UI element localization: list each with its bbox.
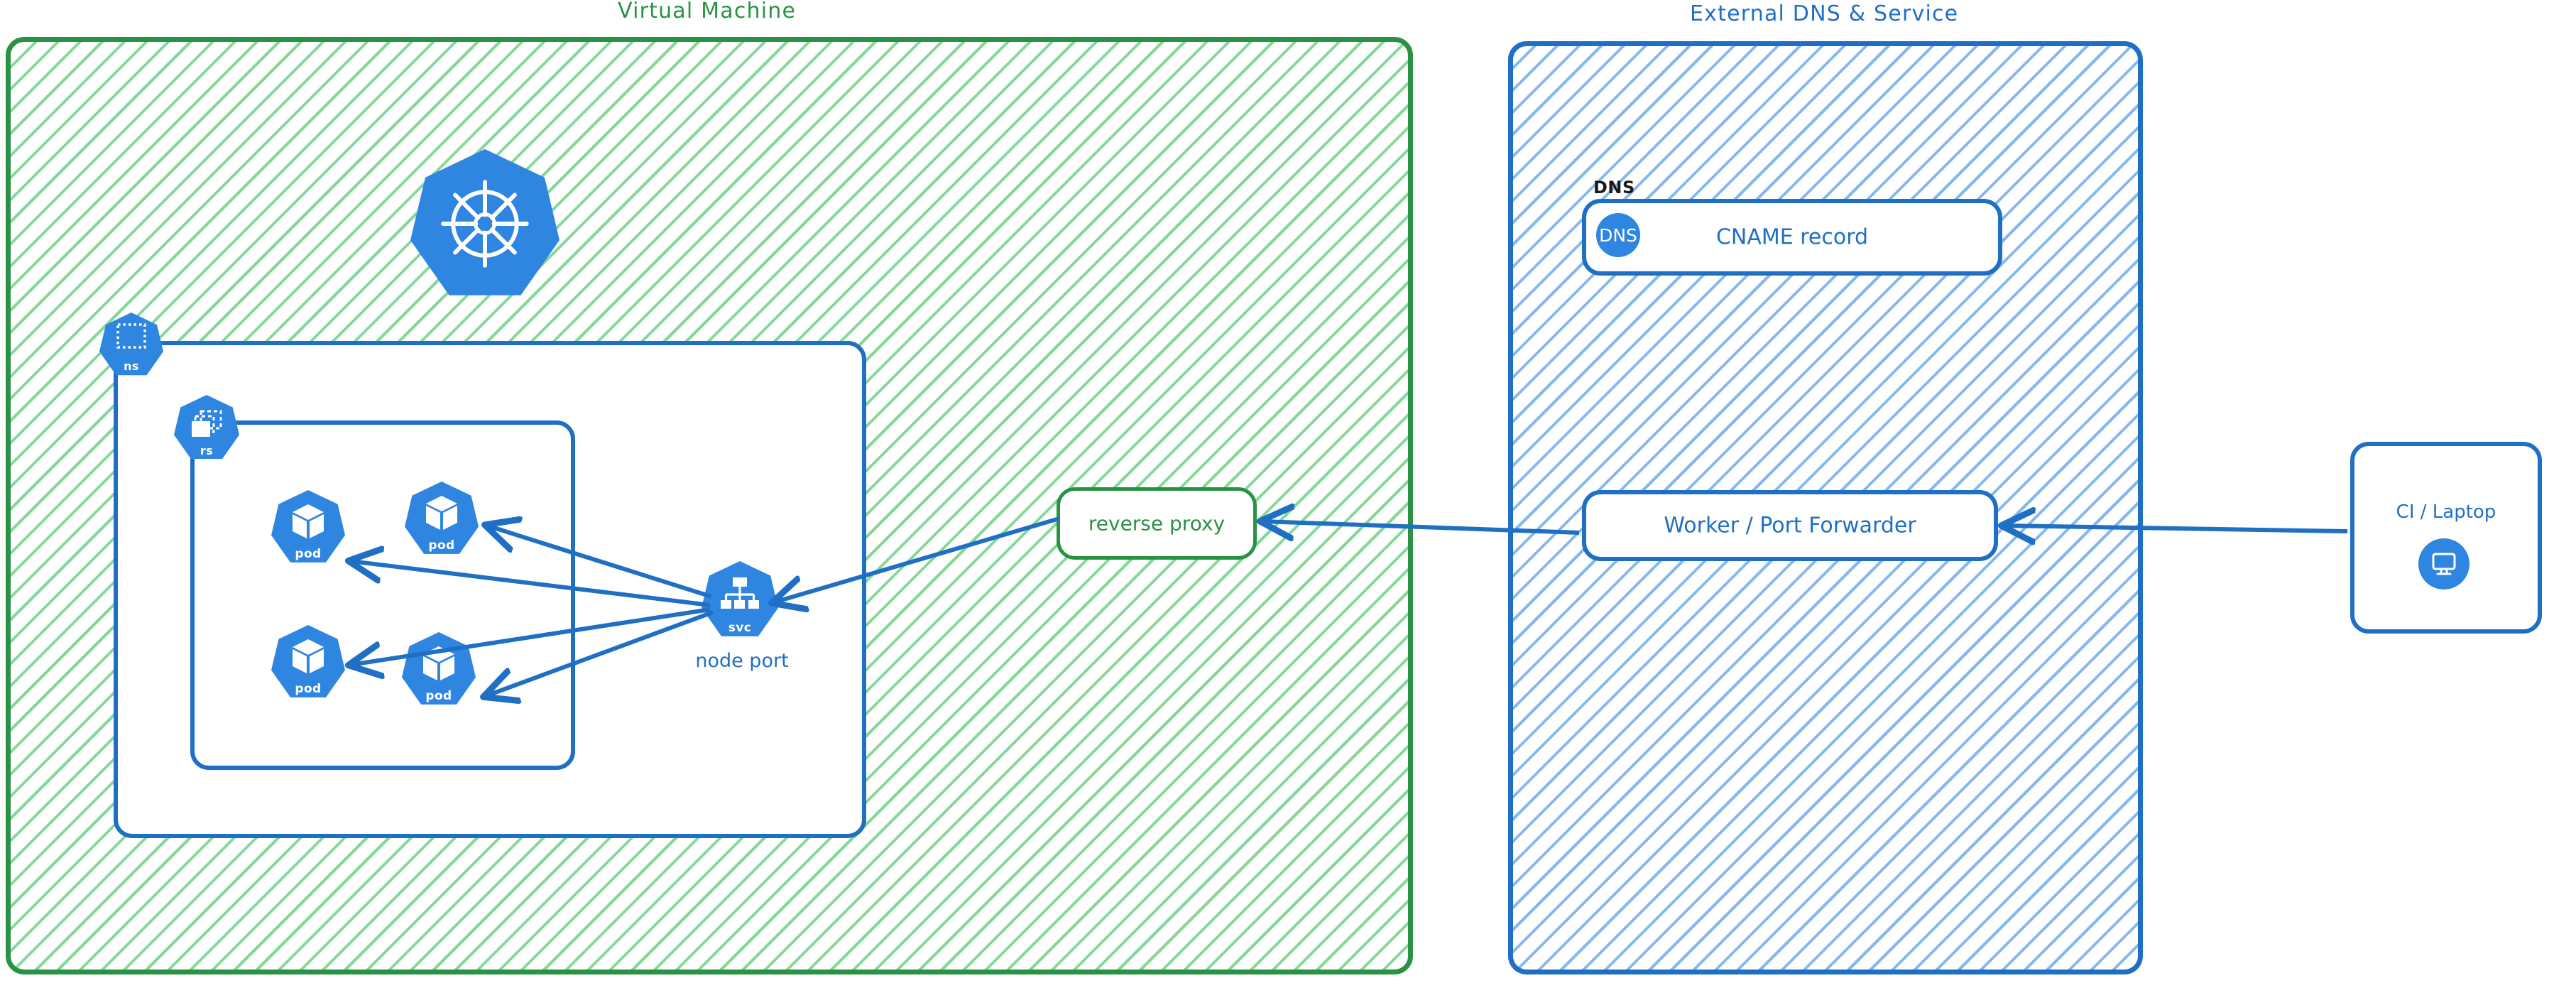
- pod-3: pod: [271, 625, 345, 699]
- pod-cube-icon: [402, 632, 476, 706]
- dns-circle-icon: DNS: [1596, 213, 1640, 257]
- worker-port-forwarder-label: Worker / Port Forwarder: [1664, 513, 1916, 538]
- ci-laptop-label: CI / Laptop: [2396, 501, 2496, 523]
- kubernetes-logo: [410, 149, 560, 298]
- replicaset-container: [190, 420, 575, 770]
- namespace-badge: ns: [99, 313, 163, 376]
- pod-1: pod: [271, 490, 345, 564]
- cname-record-label: CNAME record: [1715, 224, 1869, 250]
- reverse-proxy-label: reverse proxy: [1088, 511, 1226, 536]
- desktop-monitor-icon: [2418, 538, 2469, 590]
- pod-heptagon: [405, 482, 479, 554]
- namespace-dashed-square-icon: [99, 313, 163, 376]
- dns-record-box[interactable]: DNS DNS CNAME record: [1582, 178, 2002, 276]
- group-title-virtual-machine: Virtual Machine: [618, 0, 797, 23]
- service-node: svc: [702, 561, 778, 638]
- reverse-proxy-box[interactable]: reverse proxy: [1057, 487, 1257, 560]
- dns-corner-tag: DNS: [1593, 178, 1635, 197]
- pod-cube-icon: [271, 625, 345, 699]
- pod-heptagon: [271, 625, 345, 697]
- service-tree-icon: [702, 561, 778, 638]
- replicaset-badge: rs: [174, 395, 239, 460]
- group-title-external-dns-service: External DNS & Service: [1690, 1, 1959, 26]
- pod-cube-icon: [405, 482, 479, 555]
- kubernetes-heptagon: [410, 149, 560, 295]
- pod-2: pod: [405, 482, 479, 555]
- worker-port-forwarder-box[interactable]: Worker / Port Forwarder: [1582, 490, 1998, 561]
- pod-cube-icon: [271, 490, 345, 564]
- pod-4: pod: [402, 632, 476, 706]
- namespace-heptagon: [99, 313, 163, 376]
- ci-laptop-box[interactable]: CI / Laptop: [2350, 442, 2542, 634]
- kubernetes-wheel-icon: [410, 149, 560, 298]
- node-port-label: node port: [695, 650, 789, 672]
- pod-heptagon: [271, 490, 345, 563]
- replicaset-stacked-square-icon: [174, 395, 239, 460]
